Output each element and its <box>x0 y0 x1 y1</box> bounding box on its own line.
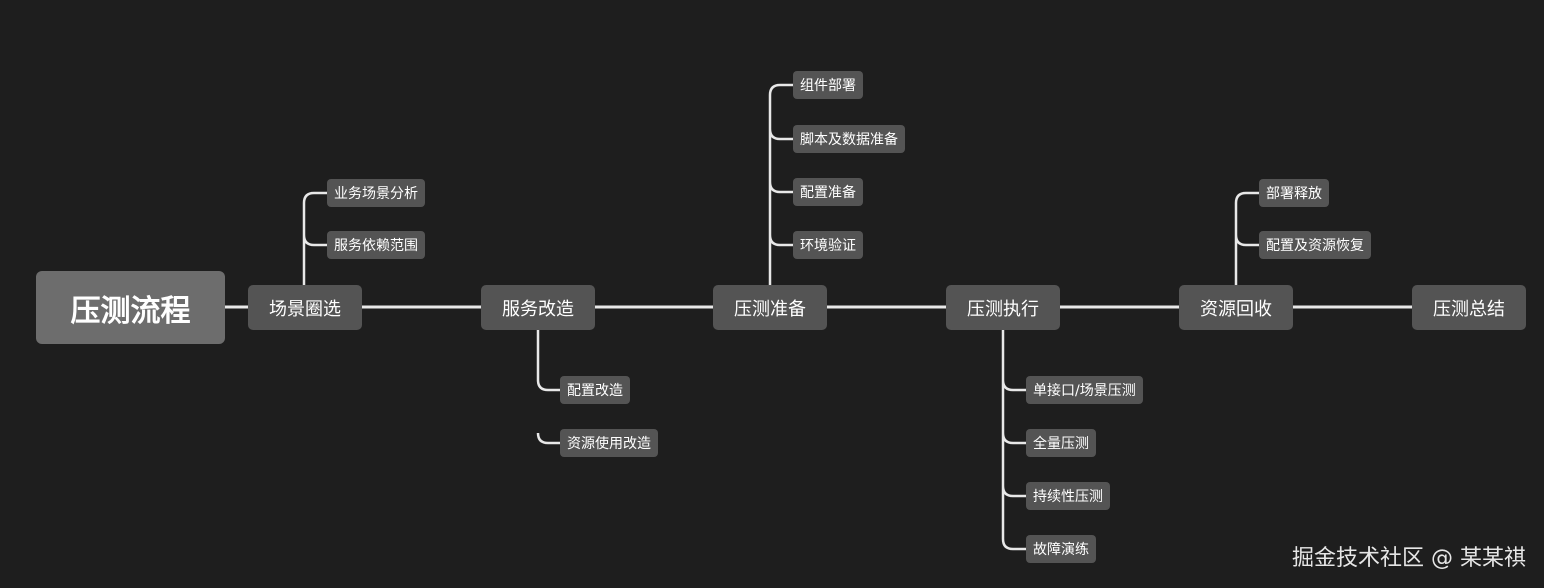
step-node-1[interactable]: 场景圈选 <box>248 285 362 330</box>
connector-step-3-up <box>768 83 793 285</box>
substep-node[interactable]: 服务依赖范围 <box>327 231 425 259</box>
substep-node[interactable]: 组件部署 <box>793 71 863 99</box>
watermark-text: 掘金技术社区 @ 某某祺 <box>1292 546 1526 571</box>
step-node-6[interactable]: 压测总结 <box>1412 285 1526 330</box>
substep-node[interactable]: 业务场景分析 <box>327 179 425 207</box>
connector-step-5-up <box>1234 191 1259 285</box>
substep-node[interactable]: 配置改造 <box>560 376 630 404</box>
step-node-5[interactable]: 资源回收 <box>1179 285 1293 330</box>
connector-step-2-down <box>536 330 560 445</box>
substep-node[interactable]: 环境验证 <box>793 231 863 259</box>
substep-node[interactable]: 故障演练 <box>1026 535 1096 563</box>
step-node-4[interactable]: 压测执行 <box>946 285 1060 330</box>
substep-node[interactable]: 配置准备 <box>793 178 863 206</box>
root-node[interactable]: 压测流程 <box>36 271 225 344</box>
substep-node[interactable]: 脚本及数据准备 <box>793 125 905 153</box>
step-node-2[interactable]: 服务改造 <box>481 285 595 330</box>
substep-node[interactable]: 全量压测 <box>1026 429 1096 457</box>
substep-node[interactable]: 资源使用改造 <box>560 429 658 457</box>
connector-step-1-up <box>302 191 327 285</box>
step-node-3[interactable]: 压测准备 <box>713 285 827 330</box>
substep-node[interactable]: 部署释放 <box>1259 179 1329 207</box>
substep-node[interactable]: 持续性压测 <box>1026 482 1110 510</box>
substep-node[interactable]: 配置及资源恢复 <box>1259 231 1371 259</box>
connector-step-4-down <box>1001 330 1026 551</box>
substep-node[interactable]: 单接口/场景压测 <box>1026 376 1143 404</box>
